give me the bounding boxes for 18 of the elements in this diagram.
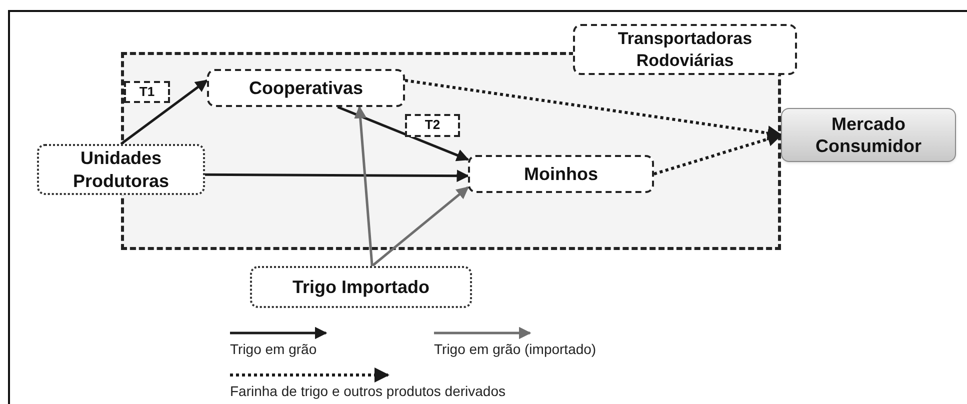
dashed-box: Moinhos bbox=[468, 155, 654, 193]
dotted-box: Trigo Importado bbox=[250, 266, 472, 308]
rounded-box: Mercado Consumidor bbox=[781, 108, 956, 162]
dotted-box: Unidades Produtoras bbox=[37, 144, 205, 195]
tag-box: T2 bbox=[405, 114, 460, 137]
arrow bbox=[654, 132, 782, 176]
arrow bbox=[404, 78, 782, 140]
arrow bbox=[371, 186, 469, 267]
arrow bbox=[354, 106, 374, 266]
arrow bbox=[337, 106, 470, 162]
arrow bbox=[120, 79, 208, 145]
tag-box: T1 bbox=[124, 81, 170, 103]
legend-text: Trigo em grão (importado) bbox=[434, 340, 596, 359]
region-title-box: Transportadoras Rodoviárias bbox=[573, 24, 797, 75]
arrow bbox=[205, 170, 470, 182]
dashed-box: Cooperativas bbox=[207, 69, 405, 107]
legend-text: Farinha de trigo e outros produtos derivados bbox=[230, 382, 506, 401]
legend-text: Trigo em grão bbox=[230, 340, 317, 359]
